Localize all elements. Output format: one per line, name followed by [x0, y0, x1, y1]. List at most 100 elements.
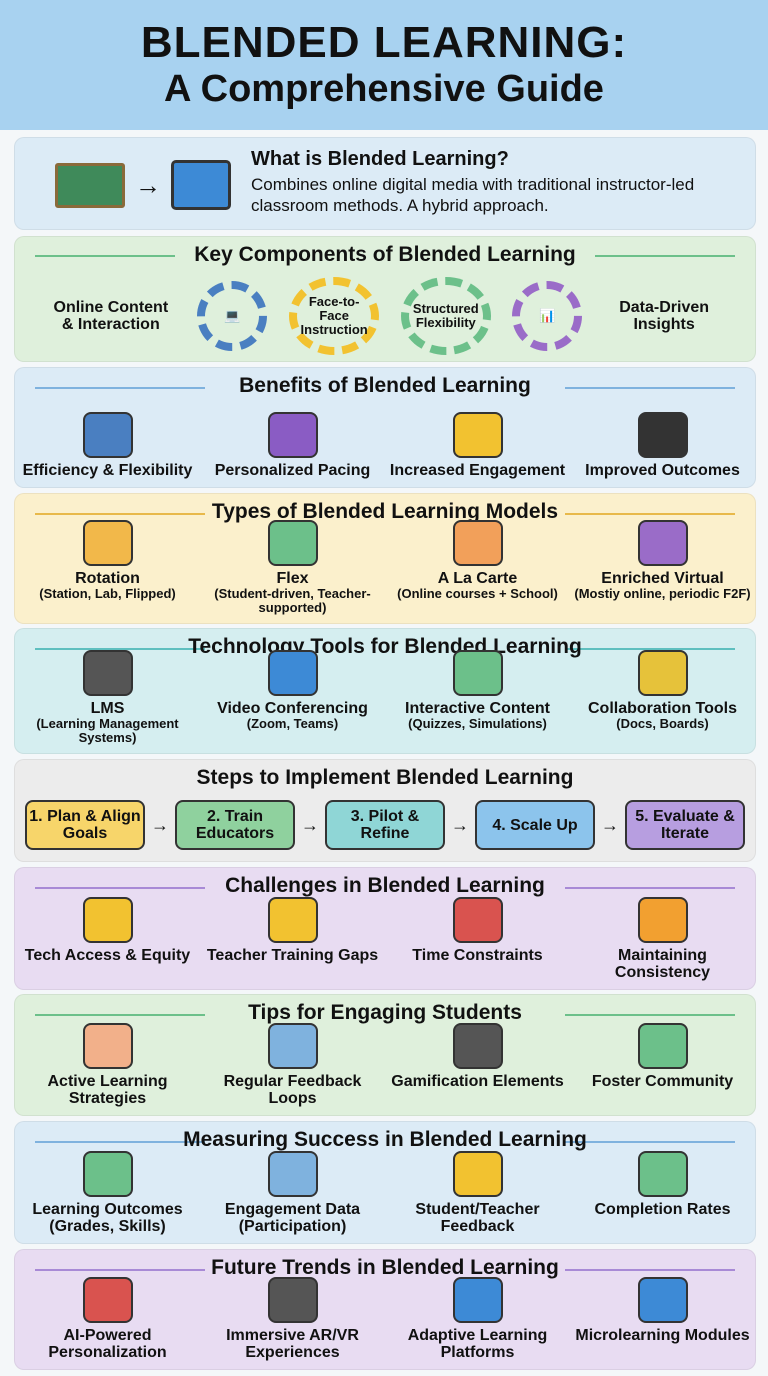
item-sublabel: (Mostiy online, periodic F2F)	[574, 586, 751, 601]
list-item: Rotation(Station, Lab, Flipped)	[18, 520, 198, 615]
item-label: Teacher Training Gaps	[206, 947, 379, 964]
list-item: Microlearning Modules	[573, 1277, 753, 1361]
item-label: Time Constraints	[412, 947, 543, 964]
chart-gear-icon: 📊	[512, 281, 583, 351]
item-sublabel: (Student-driven, Teacher-supported)	[214, 586, 371, 615]
clipboard-icon	[452, 1151, 503, 1197]
steps-section: Steps to Implement Blended Learning 1. P…	[14, 759, 756, 862]
list-item: Time Constraints	[388, 897, 568, 981]
stopwatch-icon	[452, 897, 503, 943]
list-item: Collaboration Tools(Docs, Boards)	[573, 650, 753, 745]
warning-question-icon	[637, 897, 688, 943]
list-item: Enriched Virtual(Mostiy online, periodic…	[573, 520, 753, 615]
gamepad-icon	[452, 1023, 503, 1069]
item-label: Adaptive Learning Platforms	[407, 1327, 548, 1361]
network-icon	[452, 1277, 503, 1323]
arrow-right-icon: →	[301, 814, 319, 835]
component-data-driven: Data-Driven Insights	[619, 299, 710, 333]
item-label: Tech Access & Equity	[24, 947, 191, 964]
list-item: Teacher Training Gaps	[203, 897, 383, 981]
list-item: Gamification Elements	[388, 1023, 568, 1107]
list-item: Completion Rates	[573, 1151, 753, 1235]
item-label: Gamification Elements	[391, 1073, 564, 1090]
section-title: Benefits of Blended Learning	[239, 374, 531, 397]
step-box: 1. Plan & Align Goals	[25, 800, 145, 850]
item-label: Engagement Data (Participation)	[224, 1201, 361, 1235]
vr-headset-icon	[267, 1277, 318, 1323]
section-title: Future Trends in Blended Learning	[211, 1256, 559, 1279]
list-item: Interactive Content(Quizzes, Simulations…	[388, 650, 568, 745]
steps-title: Steps to Implement Blended Learning	[196, 766, 574, 789]
item-label: Efficiency & Flexibility	[22, 462, 193, 479]
confused-face-icon	[267, 897, 318, 943]
section-title: Challenges in Blended Learning	[225, 874, 545, 897]
item-label: Rotation	[75, 570, 140, 587]
item-label: Student/Teacher Feedback	[415, 1201, 540, 1235]
list-item: Maintaining Consistency	[573, 897, 753, 981]
person-icon	[267, 412, 318, 458]
warning-link-icon	[82, 897, 133, 943]
list-item: Engagement Data (Participation)	[203, 1151, 383, 1235]
step-box: 2. Train Educators	[175, 800, 295, 850]
step-box: 5. Evaluate & Iterate	[625, 800, 745, 850]
page-title: BLENDED LEARNING:	[140, 18, 628, 67]
lightbulb-icon	[452, 412, 503, 458]
list-item: Video Conferencing(Zoom, Teams)	[203, 650, 383, 745]
item-label: Immersive AR/VR Experiences	[226, 1327, 359, 1361]
list-item: Active Learning Strategies	[18, 1023, 198, 1107]
intro-title: What is Blended Learning?	[251, 148, 509, 170]
item-label: Completion Rates	[594, 1201, 731, 1218]
item-sublabel: (Learning Management Systems)	[36, 716, 179, 745]
item-label: Regular Feedback Loops	[223, 1073, 362, 1107]
item-label: Foster Community	[591, 1073, 734, 1090]
list-item: Increased Engagement	[388, 412, 568, 479]
item-label: Improved Outcomes	[585, 462, 740, 479]
step-box: 3. Pilot & Refine	[325, 800, 445, 850]
speech-bubbles-icon	[267, 1023, 318, 1069]
item-label: Interactive Content	[405, 700, 550, 717]
list-item: Adaptive Learning Platforms	[388, 1277, 568, 1361]
item-label: Video Conferencing	[217, 700, 368, 717]
list-item: Tech Access & Equity	[18, 897, 198, 981]
arrow-right-icon: →	[601, 814, 619, 835]
page-subtitle: A Comprehensive Guide	[164, 68, 604, 110]
section-title: Tips for Engaging Students	[248, 1001, 522, 1024]
classroom-to-online-icon: →	[55, 152, 235, 218]
rotation-window-icon	[82, 520, 133, 566]
raised-hand-icon	[82, 1023, 133, 1069]
list-item: Flex(Student-driven, Teacher-supported)	[203, 520, 383, 615]
header: BLENDED LEARNING: A Comprehensive Guide	[0, 0, 768, 130]
video-camera-icon	[267, 650, 318, 696]
list-item: Immersive AR/VR Experiences	[203, 1277, 383, 1361]
item-sublabel: (Docs, Boards)	[616, 716, 709, 731]
list-item: Student/Teacher Feedback	[388, 1151, 568, 1235]
component-face-to-face: Face-to-Face Instruction	[289, 277, 380, 355]
laptop-cap-icon	[82, 650, 133, 696]
intro-text: Combines online digital media with tradi…	[251, 175, 695, 215]
clock-icon	[82, 412, 133, 458]
laptop-gear-icon: 💻	[197, 281, 268, 351]
chat-bubbles-icon	[637, 650, 688, 696]
item-label: Flex	[276, 570, 309, 587]
magnifier-icon	[267, 1151, 318, 1197]
item-sublabel: (Zoom, Teams)	[246, 716, 339, 731]
step-box: 4. Scale Up	[475, 800, 595, 850]
line-chart-icon	[82, 1151, 133, 1197]
item-label: A La Carte	[437, 570, 518, 587]
graduation-cap-icon	[637, 412, 688, 458]
list-item: Learning Outcomes (Grades, Skills)	[18, 1151, 198, 1235]
item-label: AI-Powered Personalization	[48, 1327, 167, 1361]
item-label: Learning Outcomes (Grades, Skills)	[32, 1201, 183, 1235]
arrow-right-icon: →	[451, 814, 469, 835]
item-label: Increased Engagement	[389, 462, 566, 479]
list-item: LMS(Learning Management Systems)	[18, 650, 198, 745]
list-item: A La Carte(Online courses + School)	[388, 520, 568, 615]
item-label: Enriched Virtual	[601, 570, 724, 587]
